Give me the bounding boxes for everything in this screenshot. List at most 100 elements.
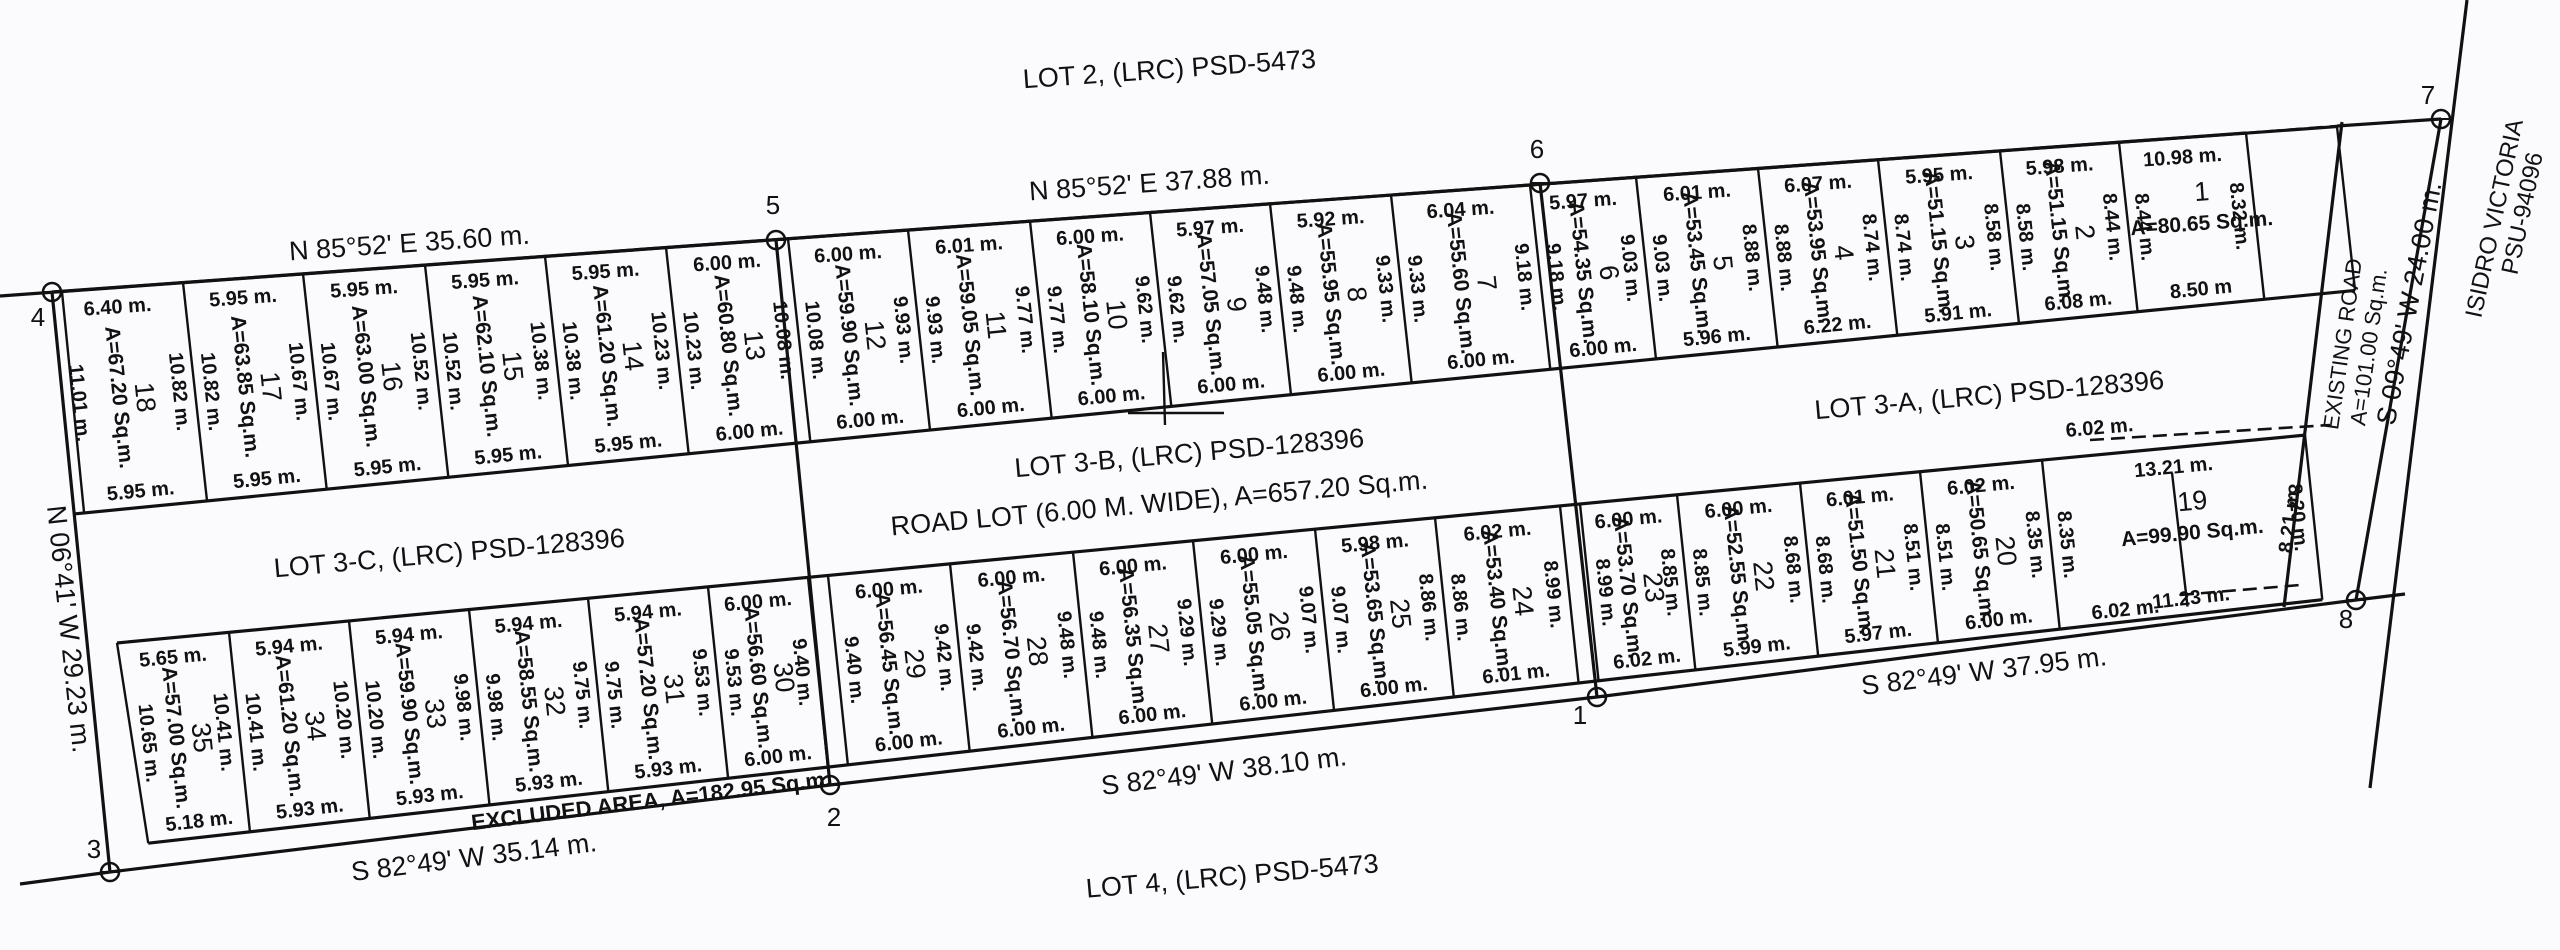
lot-left-dimension: 9.48 m. <box>1084 610 1113 680</box>
lot-31[interactable]: 5.94 m.5.93 m.9.75 m.9.53 m.A=57.20 Sq.m… <box>600 598 717 783</box>
lot-bottom-dimension: 5.18 m. <box>164 807 234 836</box>
lot-24[interactable]: 6.02 m.6.01 m.8.86 m.8.99 m.A=53.40 Sq.m… <box>1446 518 1568 689</box>
lot-divider <box>1675 494 1697 671</box>
bearing-3-4: N 06°41' W 29.23 m. <box>41 504 97 754</box>
lot-divider <box>2117 142 2139 312</box>
lot-number: 28 <box>1021 635 1054 668</box>
corner-number: 8 <box>2339 604 2353 634</box>
lot-19[interactable]: 13.21 m.11.23 m.8.35 m.8.20 m.19A=99.90 … <box>2052 453 2312 614</box>
lot-left-dimension: 9.29 m. <box>1204 598 1233 668</box>
lot-35[interactable]: 5.65 m.5.18 m.10.65 m.10.41 m.A=57.00 Sq… <box>134 644 239 837</box>
corner-5: 5 <box>765 190 787 251</box>
lot-right-dimension: 9.77 m. <box>1010 285 1039 355</box>
lot-left-dimension: 9.48 m. <box>1282 264 1311 334</box>
lot-bottom-dimension: 6.00 m. <box>715 417 785 446</box>
corner-2: 2 <box>819 774 841 832</box>
lot-12[interactable]: 6.00 m.6.00 m.10.08 m.9.93 m.A=59.90 Sq.… <box>800 241 917 434</box>
lot-34[interactable]: 5.94 m.5.93 m.10.41 m.10.20 m.A=61.20 Sq… <box>240 632 358 823</box>
lot-top-dimension: 13.21 m. <box>2133 453 2214 482</box>
corner-number: 3 <box>87 834 101 864</box>
lot-21[interactable]: 6.01 m.5.97 m.8.68 m.8.51 m.A=51.50 Sq.m… <box>1811 483 1928 648</box>
lot-left-dimension: 9.07 m. <box>1326 585 1355 655</box>
lot-left-dimension: 10.08 m. <box>800 300 830 381</box>
lot-14[interactable]: 5.95 m.5.95 m.10.38 m.10.23 m.A=61.20 Sq… <box>557 259 676 458</box>
lot-22[interactable]: 6.00 m.5.99 m.8.85 m.8.68 m.A=52.55 Sq.m… <box>1688 495 1808 662</box>
lot-top-dimension: 6.01 m. <box>934 232 1003 259</box>
lot-23[interactable]: 6.00 m.6.02 m.8.99 m.8.85 m.A=53.70 Sq.m… <box>1591 505 1685 674</box>
lot-divider <box>115 642 150 844</box>
lot-left-dimension: 8.35 m. <box>2052 510 2081 580</box>
lot-2[interactable]: 5.98 m.6.08 m.8.58 m.8.44 m.A=51.15 Sq.m… <box>2011 153 2127 315</box>
lot-left-dimension: 9.98 m. <box>481 672 510 742</box>
lot-divider <box>906 229 932 431</box>
lot-top-dimension: 6.40 m. <box>83 294 152 321</box>
lot-top-dimension: 6.00 m. <box>813 241 882 268</box>
lot-8[interactable]: 5.92 m.6.00 m.9.48 m.9.33 m.A=55.95 Sq.m… <box>1282 206 1400 387</box>
lot-33[interactable]: 5.94 m.5.93 m.10.20 m.9.98 m.A=59.90 Sq.… <box>360 621 477 810</box>
lot-number: 3 <box>1949 233 1980 251</box>
road-lot-label: ROAD LOT (6.00 M. WIDE), A=657.20 Sq.m. <box>889 465 1429 542</box>
lot-7[interactable]: 6.04 m.6.00 m.9.33 m.9.18 m.A=55.60 Sq.m… <box>1403 197 1539 375</box>
lot-27[interactable]: 6.00 m.6.00 m.9.48 m.9.29 m.A=56.35 Sq.m… <box>1084 552 1201 729</box>
lot-26[interactable]: 6.00 m.6.00 m.9.29 m.9.07 m.A=55.05 Sq.m… <box>1204 541 1323 716</box>
corner-number: 4 <box>31 302 45 332</box>
lot-bottom-dimension: 5.97 m. <box>1843 619 1913 648</box>
lot-left-dimension: 9.40 m. <box>839 635 868 705</box>
lot-number: 8 <box>1341 285 1372 303</box>
lot-divider <box>227 632 252 832</box>
lot-left-dimension: 8.74 m. <box>1889 213 1918 283</box>
lot-divider <box>786 238 812 442</box>
lot-18[interactable]: 6.40 m.5.95 m.11.01 m.10.82 m.A=67.20 Sq… <box>64 294 194 506</box>
lot-28[interactable]: 6.00 m.6.00 m.9.42 m.9.48 m.A=56.70 Sq.m… <box>961 564 1081 743</box>
top_row-top-edge <box>51 124 2338 294</box>
lot-right-dimension: 8.44 m. <box>2098 192 2127 262</box>
lot-divider <box>1071 552 1094 738</box>
lot-top-dimension: 5.92 m. <box>1296 206 1365 233</box>
lot-4[interactable]: 6.07 m.6.22 m.8.88 m.8.74 m.A=53.95 Sq.m… <box>1769 171 1886 340</box>
corner-7: 7 <box>2421 80 2452 130</box>
lot-top-dimension: 6.04 m. <box>1426 197 1495 224</box>
lot-right-dimension: 10.82 m. <box>164 351 194 432</box>
corner-number: 5 <box>766 190 780 220</box>
lot-right-dimension: 10.23 m. <box>646 310 676 391</box>
lot-10[interactable]: 6.00 m.6.00 m.9.77 m.9.62 m.A=58.10 Sq.m… <box>1042 223 1159 410</box>
lot-3[interactable]: 5.95 m.5.91 m.8.74 m.8.58 m.A=51.15 Sq.m… <box>1889 162 2008 328</box>
corner-1: 1 <box>1573 686 1608 730</box>
lot-divider <box>1876 159 1899 336</box>
lot-divider <box>347 620 371 819</box>
lot-16[interactable]: 5.95 m.5.95 m.10.67 m.10.52 m.A=63.00 Sq… <box>316 276 436 481</box>
lot-25[interactable]: 5.98 m.6.00 m.9.07 m.8.86 m.A=53.65 Sq.m… <box>1326 529 1443 702</box>
lot-17[interactable]: 5.95 m.5.95 m.10.82 m.10.67 m.A=63.85 Sq… <box>196 285 314 493</box>
lot-left-dimension: 10.38 m. <box>557 320 587 401</box>
lot-divider <box>467 609 491 806</box>
boundary-north-line-east <box>2336 117 2442 128</box>
corner-number: 7 <box>2421 80 2435 110</box>
lot-11[interactable]: 6.01 m.6.00 m.9.93 m.9.77 m.A=59.05 Sq.m… <box>921 232 1040 422</box>
lot-15[interactable]: 5.95 m.5.95 m.10.52 m.10.38 m.A=62.10 Sq… <box>438 267 556 469</box>
lot-divider <box>2335 126 2357 291</box>
lot2-label: LOT 2, (LRC) PSD-5473 <box>1022 44 1317 94</box>
lot-9[interactable]: 5.97 m.6.00 m.9.62 m.9.48 m.A=57.05 Sq.m… <box>1162 215 1279 399</box>
lot-20[interactable]: 6.02 m.6.00 m.8.51 m.8.35 m.A=50.65 Sq.m… <box>1931 472 2050 635</box>
lot-right-dimension: 9.48 m. <box>1052 610 1081 680</box>
lot-area: A=99.90 Sq.m. <box>2120 515 2265 551</box>
lot-number: 17 <box>254 370 287 403</box>
lot-divider <box>1313 529 1336 711</box>
lot-32[interactable]: 5.94 m.5.93 m.9.98 m.9.75 m.A=58.55 Sq.m… <box>481 610 597 797</box>
lot-5[interactable]: 6.01 m.5.96 m.9.03 m.8.88 m.A=53.45 Sq.m… <box>1648 180 1767 352</box>
lot-30[interactable]: 6.00 m.6.00 m.9.53 m.9.40 m.A=56.60 Sq.m… <box>720 588 817 771</box>
adjoining-line <box>2368 0 2469 789</box>
lot-1[interactable]: 10.98 m.8.50 m8.44 m.8.32 m.1A=80.65 Sq.… <box>2130 144 2274 304</box>
lot-right-dimension: 9.53 m. <box>688 648 717 718</box>
lot-bottom-dimension: 5.95 m. <box>593 429 663 458</box>
lot-29[interactable]: 6.00 m.6.00 m.9.40 m.9.42 m.A=56.45 Sq.m… <box>839 575 958 756</box>
lot-right-dimension: 8.88 m. <box>1737 223 1766 293</box>
lot-divider <box>1433 517 1456 698</box>
lot-top-dimension: 6.01 m. <box>1662 180 1731 207</box>
lot-left-dimension: 10.67 m. <box>316 341 346 422</box>
lot-right-dimension: 8.74 m. <box>1857 213 1886 283</box>
lot-left-dimension: 9.62 m. <box>1162 275 1191 345</box>
corner-4: 4 <box>31 281 63 332</box>
